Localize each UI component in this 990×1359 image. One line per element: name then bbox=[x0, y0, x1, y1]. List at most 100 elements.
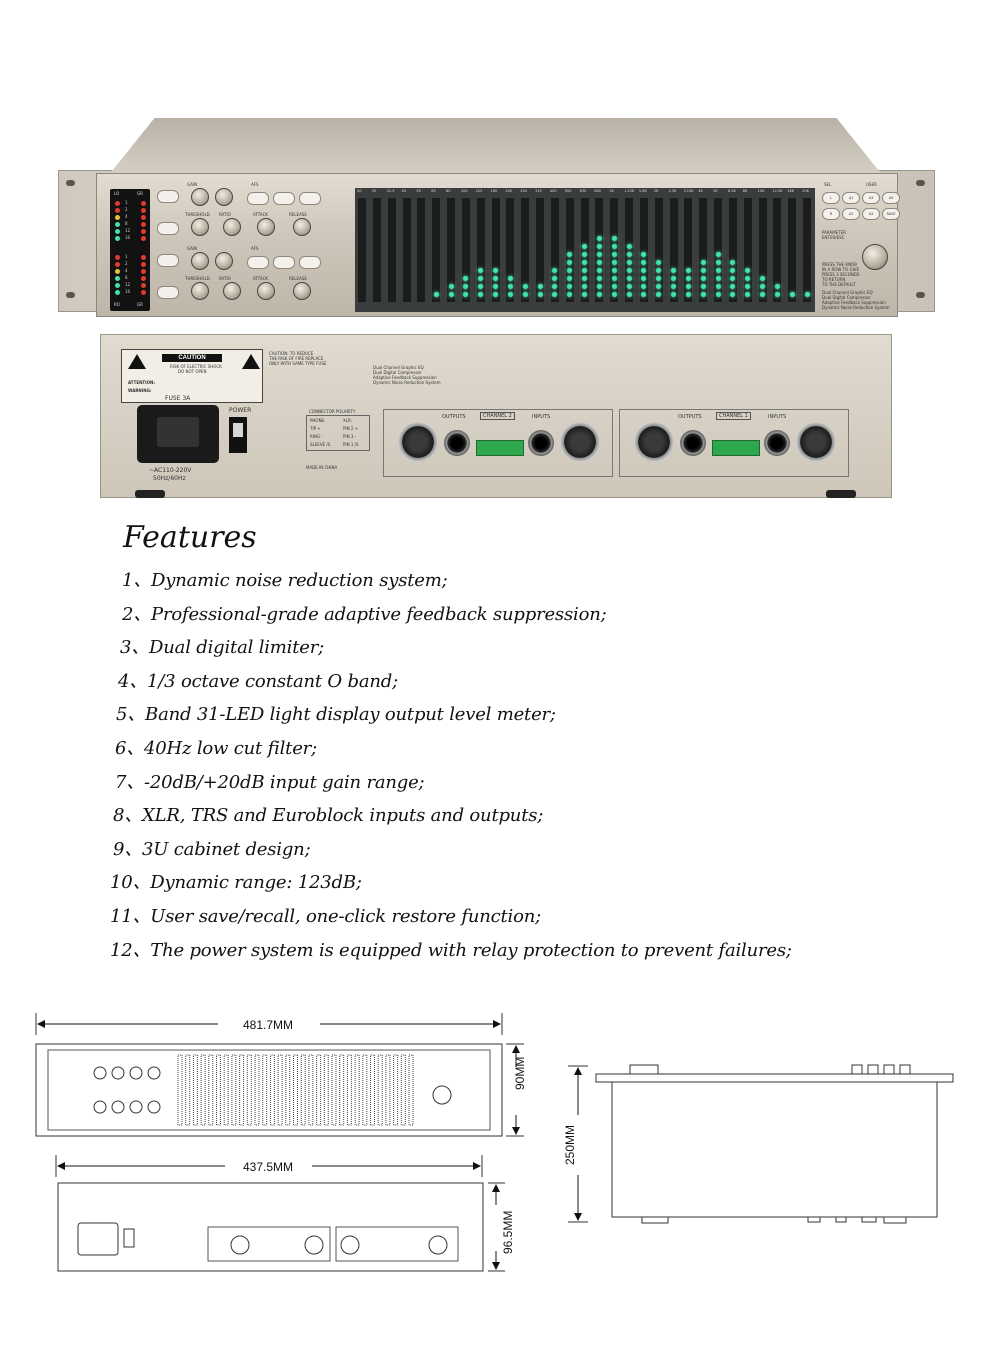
warning-icon bbox=[128, 354, 146, 369]
power-switch[interactable] bbox=[229, 417, 247, 453]
control-knob[interactable] bbox=[215, 252, 233, 270]
freq-label: 6.3K bbox=[727, 189, 736, 193]
instruction-line: TO THE DEFAULT bbox=[822, 282, 856, 287]
control-knob[interactable] bbox=[293, 218, 311, 236]
xlr-output[interactable] bbox=[634, 422, 674, 462]
comp-button[interactable] bbox=[157, 222, 179, 235]
xlr-output[interactable] bbox=[398, 422, 438, 462]
eq-led bbox=[685, 292, 691, 297]
feature-item: 7、-20dB/+20dB input gain range; bbox=[115, 771, 425, 793]
phase-button[interactable] bbox=[157, 254, 179, 267]
control-knob[interactable] bbox=[215, 188, 233, 206]
afs-button[interactable] bbox=[247, 192, 269, 205]
afs-button[interactable] bbox=[247, 256, 269, 269]
parameter-knob[interactable] bbox=[862, 244, 888, 270]
freq-label: 25 bbox=[371, 189, 377, 193]
dnr-button[interactable] bbox=[273, 192, 295, 205]
control-label: GAIN bbox=[187, 246, 198, 251]
xlr-input[interactable] bbox=[560, 422, 600, 462]
eq-led bbox=[626, 244, 632, 249]
meter-led bbox=[141, 236, 146, 241]
eq-led bbox=[671, 292, 677, 297]
drawing-fader bbox=[262, 1054, 268, 1126]
control-knob[interactable] bbox=[191, 252, 209, 270]
eq-led bbox=[463, 284, 469, 289]
user-button[interactable]: U2 bbox=[842, 208, 860, 220]
eq-fader bbox=[669, 198, 678, 302]
control-knob[interactable] bbox=[191, 282, 209, 300]
eq-led bbox=[641, 252, 647, 257]
eq-fader bbox=[743, 198, 752, 302]
feature-item: 3、Dual digital limiter; bbox=[120, 637, 324, 659]
drawing-fader bbox=[277, 1054, 283, 1126]
user-button[interactable]: U1 bbox=[842, 192, 860, 204]
drawing-fader bbox=[408, 1054, 414, 1126]
trs-input[interactable] bbox=[764, 430, 790, 456]
comp-button[interactable] bbox=[157, 286, 179, 299]
eq-led bbox=[626, 268, 632, 273]
control-knob[interactable] bbox=[191, 188, 209, 206]
eq-fader bbox=[372, 198, 381, 302]
polarity-cell: PHONE: bbox=[310, 418, 326, 423]
meter-scale: 1 bbox=[125, 200, 128, 205]
meter-scale: 16 bbox=[125, 235, 131, 240]
trs-output[interactable] bbox=[680, 430, 706, 456]
eq-led bbox=[433, 292, 439, 297]
eq-led bbox=[567, 284, 573, 289]
euroblock-connector[interactable] bbox=[476, 440, 524, 456]
user-button[interactable]: U5 bbox=[882, 192, 900, 204]
user-button[interactable]: U4 bbox=[862, 208, 880, 220]
lowcut-button[interactable] bbox=[299, 256, 321, 269]
eq-fader bbox=[758, 198, 767, 302]
lowcut-button[interactable] bbox=[299, 192, 321, 205]
control-label: RATIO bbox=[219, 276, 231, 281]
eq-led bbox=[641, 276, 647, 281]
eq-led bbox=[448, 284, 454, 289]
trs-input[interactable] bbox=[528, 430, 554, 456]
user-button[interactable]: R bbox=[822, 208, 840, 220]
iec-power-inlet[interactable] bbox=[137, 405, 219, 463]
drawing-knob bbox=[129, 1100, 143, 1114]
eq-led bbox=[552, 268, 558, 273]
user-button[interactable]: U3 bbox=[862, 192, 880, 204]
meter-scale: 16 bbox=[125, 289, 131, 294]
eq-led bbox=[552, 284, 558, 289]
freq-label: 50 bbox=[416, 189, 421, 193]
drawing-fader bbox=[185, 1054, 191, 1126]
user-button[interactable]: SAVE bbox=[882, 208, 900, 220]
eq-led bbox=[715, 284, 721, 289]
phase-button[interactable] bbox=[157, 190, 179, 203]
polarity-cell: PIN 1 /S bbox=[343, 442, 359, 447]
polarity-cell: XLR: bbox=[343, 418, 352, 423]
eq-led bbox=[493, 276, 499, 281]
freq-label: 5K bbox=[713, 189, 718, 193]
eq-led bbox=[596, 244, 602, 249]
eq-led bbox=[478, 284, 484, 289]
eq-fader bbox=[387, 198, 396, 302]
drawing-fader bbox=[385, 1054, 391, 1126]
feature-item: 8、XLR, TRS and Euroblock inputs and outp… bbox=[113, 805, 544, 827]
xlr-input[interactable] bbox=[796, 422, 836, 462]
freq-label: 63 bbox=[431, 189, 436, 193]
eq-led bbox=[626, 260, 632, 265]
control-knob[interactable] bbox=[257, 282, 275, 300]
trs-output[interactable] bbox=[444, 430, 470, 456]
control-knob[interactable] bbox=[191, 218, 209, 236]
meter-scale: 8 bbox=[125, 275, 128, 280]
eq-fader bbox=[550, 198, 559, 302]
model-line: Dual Channel Graphic EQ bbox=[822, 290, 873, 295]
control-knob[interactable] bbox=[223, 282, 241, 300]
meter-scale: 8 bbox=[125, 221, 128, 226]
dnr-button[interactable] bbox=[273, 256, 295, 269]
fuse-label: FUSE 3A bbox=[165, 395, 191, 402]
eq-led bbox=[552, 292, 558, 297]
user-button[interactable]: L bbox=[822, 192, 840, 204]
control-knob[interactable] bbox=[257, 218, 275, 236]
control-knob[interactable] bbox=[223, 218, 241, 236]
meter-led bbox=[141, 290, 146, 295]
features-title: Features bbox=[123, 520, 257, 555]
control-knob[interactable] bbox=[293, 282, 311, 300]
eq-led bbox=[685, 276, 691, 281]
euroblock-connector[interactable] bbox=[712, 440, 760, 456]
